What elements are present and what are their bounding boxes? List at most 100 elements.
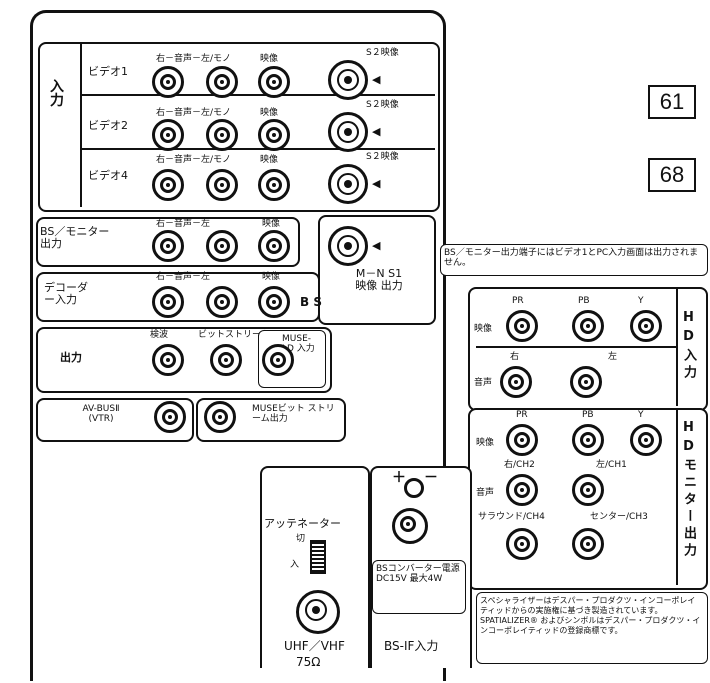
video2-audio-right-jack[interactable] — [152, 119, 184, 151]
hd-monitor-y-jack[interactable] — [630, 424, 662, 456]
hd-in-pr-jack[interactable] — [506, 310, 538, 342]
hd-in-y: Y — [638, 296, 644, 306]
hd-monitor-video: 映像 — [476, 438, 495, 448]
hd-monitor-pr-jack[interactable] — [506, 424, 538, 456]
bs-if-minus: － — [424, 470, 438, 486]
attenuator-off-label: 切 — [296, 534, 306, 544]
hd-monitor-ch4: サラウンド/CH4 — [478, 512, 545, 522]
decoder-bs-label: B S — [300, 295, 322, 309]
uhf-vhf-jack[interactable] — [296, 590, 340, 634]
decoder-header-audio: 右－音声－左 — [156, 272, 211, 282]
hd-monitor-ch3-jack[interactable] — [572, 528, 604, 560]
arrow-icon: ◀ — [372, 73, 381, 86]
input-side-label: 入力 — [50, 79, 64, 109]
bs-monitor-header-audio: 右－音声－左 — [156, 219, 211, 229]
bs-output-note — [440, 244, 708, 276]
page-ref-68: 68 — [648, 158, 696, 192]
detect-jack[interactable] — [152, 344, 184, 376]
bs-monitor-header-video: 映像 — [262, 219, 281, 229]
video2-video-jack[interactable] — [258, 119, 290, 151]
video-input-block — [38, 42, 440, 212]
hd-in-audio-left-jack[interactable] — [570, 366, 602, 398]
arrow-icon: ◀ — [372, 125, 381, 138]
hd-monitor-side-label: HDモニター出力 — [681, 420, 696, 560]
video4-video-jack[interactable] — [258, 169, 290, 201]
detect-col1: 検波 — [150, 330, 169, 340]
input-header-video-2: 映像 — [260, 108, 279, 118]
muse-bit-out-jack[interactable] — [204, 401, 236, 433]
uhf-vhf-label: UHF／VHF — [284, 639, 345, 653]
bs-if-plus: ＋ — [392, 470, 406, 486]
input-row-label-3: ビデオ4 — [88, 169, 128, 182]
decoder-in-label: デコーダー入力 — [44, 281, 88, 306]
hd-in-side-label: HD入力 — [681, 310, 696, 382]
av-bus-label: AV-BUSⅡ (VTR) — [82, 404, 120, 424]
muse-bit-out-label: MUSEビット ストリーム出力 — [252, 404, 335, 424]
hd-in-right: 右 — [510, 352, 520, 362]
hd-monitor-y: Y — [638, 410, 644, 420]
video4-audio-left-jack[interactable] — [206, 169, 238, 201]
detect-col2: ビットストリーム — [198, 330, 270, 340]
muse-ld-jack[interactable] — [262, 344, 294, 376]
hd-monitor-ch1-jack[interactable] — [572, 474, 604, 506]
input-row-label-1: ビデオ1 — [88, 65, 128, 78]
video2-s-video-jack[interactable] — [328, 112, 368, 152]
bs-monitor-video-jack[interactable] — [258, 230, 290, 262]
bs-monitor-audio-left-jack[interactable] — [206, 230, 238, 262]
decoder-audio-left-jack[interactable] — [206, 286, 238, 318]
decoder-video-jack[interactable] — [258, 286, 290, 318]
bs-if-jack[interactable] — [392, 508, 428, 544]
hd-monitor-ch2-jack[interactable] — [506, 474, 538, 506]
spatializer-note — [476, 592, 708, 664]
bs-monitor-out-label: BS／モニター出力 — [40, 225, 110, 250]
hd-monitor-pr: PR — [516, 410, 528, 420]
mn-s1-label: M－N S1映像 出力 — [355, 267, 403, 292]
input-header-video-1: 映像 — [260, 54, 279, 64]
input-header-audio-1: 右－音声－左/モノ — [156, 54, 232, 64]
page-ref-61: 61 — [648, 85, 696, 119]
input-header-s-1: S２映像 — [366, 48, 399, 58]
hd-in-pb-jack[interactable] — [572, 310, 604, 342]
decoder-header-video: 映像 — [262, 272, 281, 282]
bs-if-label: BS-IF入力 — [384, 639, 439, 653]
video1-s-video-jack[interactable] — [328, 60, 368, 100]
video1-video-jack[interactable] — [258, 66, 290, 98]
detect-out-label: 出力 — [60, 351, 82, 364]
bs-power-note — [372, 560, 466, 614]
hd-in-pb: PB — [578, 296, 590, 306]
video1-audio-right-jack[interactable] — [152, 66, 184, 98]
bitstream-jack[interactable] — [210, 344, 242, 376]
attenuator-switch[interactable] — [310, 540, 326, 574]
hd-monitor-ch4-jack[interactable] — [506, 528, 538, 560]
rear-panel — [30, 10, 446, 681]
video4-s-video-jack[interactable] — [328, 164, 368, 204]
bs-output-note-text: BS／モニター出力端子にはビデオ1とPC入力画面は出力されません。 — [444, 248, 699, 268]
video1-audio-left-jack[interactable] — [206, 66, 238, 98]
hd-monitor-ch3: センター/CH3 — [590, 512, 648, 522]
video4-audio-right-jack[interactable] — [152, 169, 184, 201]
video2-audio-left-jack[interactable] — [206, 119, 238, 151]
dc-polarity-icon — [404, 478, 424, 498]
hd-in-left: 左 — [608, 352, 618, 362]
bs-monitor-audio-right-jack[interactable] — [152, 230, 184, 262]
input-header-audio-2: 右－音声－左/モノ — [156, 108, 232, 118]
ohm-label: 75Ω — [296, 655, 321, 669]
av-bus-jack[interactable] — [154, 401, 186, 433]
input-header-s-2: S２映像 — [366, 100, 399, 110]
input-header-audio-3: 右－音声－左/モノ — [156, 155, 232, 165]
hd-monitor-ch1: 左/CH1 — [596, 460, 627, 470]
hd-in-audio: 音声 — [474, 378, 493, 388]
input-header-s-3: S２映像 — [366, 152, 399, 162]
hd-monitor-audio: 音声 — [476, 488, 495, 498]
hd-in-y-jack[interactable] — [630, 310, 662, 342]
input-row-label-2: ビデオ2 — [88, 119, 128, 132]
hd-monitor-pb-jack[interactable] — [572, 424, 604, 456]
attenuator-label: アッテネーター — [264, 517, 341, 530]
muse-ld-label: MUSE-LD 入力 — [282, 334, 315, 354]
hd-monitor-ch2: 右/CH2 — [504, 460, 535, 470]
decoder-audio-right-jack[interactable] — [152, 286, 184, 318]
attenuator-on-label: 入 — [290, 560, 300, 570]
input-header-video-3: 映像 — [260, 155, 279, 165]
mn-s1-video-jack[interactable] — [328, 226, 368, 266]
hd-in-audio-right-jack[interactable] — [500, 366, 532, 398]
